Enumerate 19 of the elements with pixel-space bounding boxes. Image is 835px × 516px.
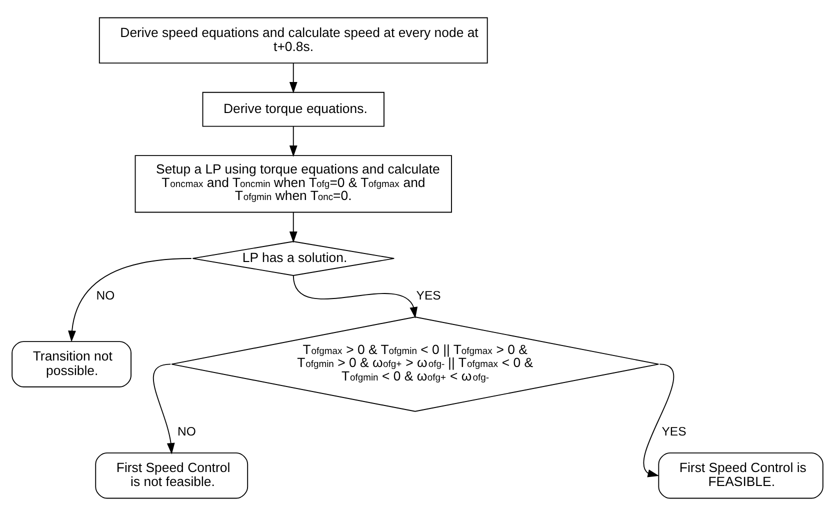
node-diamond: LP has a solution. bbox=[192, 241, 395, 276]
edge-label: NO bbox=[177, 424, 196, 438]
arrow bbox=[289, 126, 298, 157]
arrow bbox=[289, 62, 298, 94]
node-box: Transition not possible. bbox=[12, 341, 132, 388]
node-box: First Speed Control is FEASIBLE. bbox=[658, 452, 824, 499]
node-box: First Speed Control is not feasible. bbox=[95, 452, 248, 499]
node-box: Derive torque equations. bbox=[202, 92, 384, 127]
arrow bbox=[152, 364, 175, 454]
arrow bbox=[292, 274, 418, 318]
edge-label: NO bbox=[96, 288, 115, 302]
arrow bbox=[643, 364, 674, 478]
edge-label: YES bbox=[416, 288, 441, 302]
node-box: Derive speed equations and calculate speed at every node at t+0.8s. bbox=[98, 17, 488, 64]
node-box: Setup a LP using torque equations and calculate Toncmax and Toncmin when Tofg=0 & Tofgmax and Tofgmin when Tonc=0. bbox=[134, 155, 452, 213]
arrow bbox=[289, 212, 298, 243]
arrow bbox=[68, 258, 192, 342]
node-diamond: Tofgmax > 0 & Tofgmin < 0 || Tofgmax > 0 & Tofgmin > 0 & ωofg+ > ωofg- || Tofgmax < 0 & Tofgmin < 0 & ωofg+ < ωofg- bbox=[171, 316, 660, 412]
edge-label: YES bbox=[662, 424, 686, 438]
